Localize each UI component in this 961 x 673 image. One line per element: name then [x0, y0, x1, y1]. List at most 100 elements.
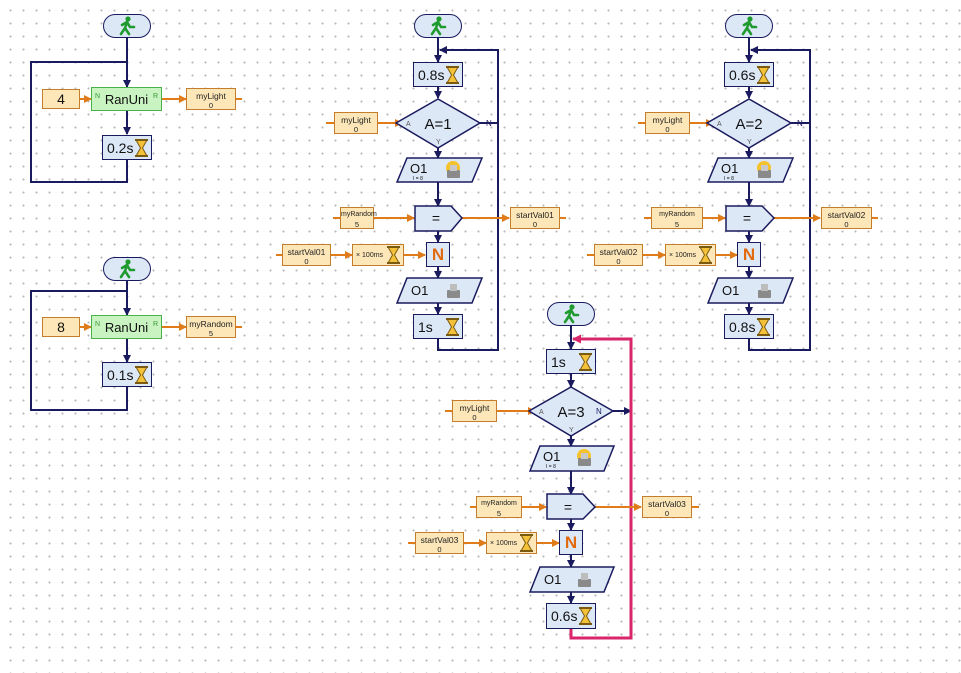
gen1-output-value: 0 — [208, 101, 214, 110]
p3-compare-text: = — [564, 499, 572, 515]
p2-decision[interactable] — [705, 98, 793, 149]
p3-lamp-off-block[interactable] — [528, 566, 616, 593]
p2-lamp-on-sub: I = 8 — [724, 176, 734, 182]
walking-man-icon — [119, 16, 136, 36]
gen1-output-var[interactable]: myLight 0 — [186, 88, 236, 110]
p3-delay-multiplier[interactable]: × 100ms — [486, 532, 537, 554]
p2-compare-block[interactable] — [725, 205, 776, 232]
hourglass-icon — [387, 246, 400, 264]
gen2-output-var[interactable]: myRandom 5 — [186, 316, 236, 338]
p1-start-block[interactable] — [414, 14, 462, 38]
p1-delay-input-name: startVal01 — [287, 247, 326, 257]
gen2-wait-block[interactable]: 0.1s — [102, 362, 152, 387]
walking-man-icon — [119, 259, 136, 279]
p1-compare-output-var[interactable]: startVal01 0 — [510, 207, 560, 229]
p3-lamp-on-icon — [577, 449, 591, 466]
p1-compare-input-var[interactable]: myRandom 5 — [340, 207, 377, 229]
gen1-ranuni-block[interactable]: N RanUni R — [91, 87, 162, 111]
p1-compare-block[interactable] — [414, 205, 463, 232]
p2-input-var[interactable]: myLight 0 — [645, 112, 690, 134]
p2-lamp-on-block[interactable] — [706, 157, 795, 183]
p2-compare-output-value: 0 — [844, 220, 849, 229]
p2-pin-a: A — [717, 121, 722, 128]
p1-wait-top-block[interactable]: 0.8s — [413, 62, 463, 87]
p3-compare-output-value: 0 — [664, 509, 670, 518]
p3-wait-top-block[interactable]: 1s — [546, 349, 596, 374]
hourglass-icon — [579, 352, 592, 371]
p2-lamp-on-icon — [757, 161, 771, 178]
p3-condition-text: A=3 — [557, 404, 584, 421]
p3-lamp-on-sub: I = 8 — [546, 464, 556, 470]
p1-compare-text: = — [432, 210, 440, 226]
p1-n-label: N — [431, 244, 445, 264]
p3-wait-bottom-label: 0.6s — [551, 608, 578, 624]
p2-compare-input-var[interactable]: myRandom 5 — [651, 207, 703, 229]
p3-compare-input-var[interactable]: myRandom 5 — [476, 496, 522, 518]
p1-lamp-off-label: O1 — [411, 283, 428, 298]
p3-compare-block[interactable] — [546, 493, 597, 520]
p2-delay-input-value: 0 — [616, 257, 621, 266]
p1-input-var[interactable]: myLight 0 — [334, 112, 378, 134]
p3-lamp-off-label: O1 — [544, 572, 561, 587]
p1-n-block[interactable]: N — [426, 242, 450, 267]
p2-condition-text: A=2 — [735, 116, 762, 133]
gen1-pin-n: N — [95, 93, 101, 100]
p2-delay-multiplier-label: × 100ms — [669, 251, 697, 259]
p1-lamp-on-block[interactable] — [395, 157, 484, 183]
p1-condition-text: A=1 — [424, 116, 451, 133]
gen1-wait-block[interactable]: 0.2s — [102, 135, 152, 160]
p2-lamp-off-block[interactable] — [706, 277, 795, 304]
p2-wait-bottom-block[interactable]: 0.8s — [724, 314, 774, 339]
p3-input-var[interactable]: myLight 0 — [452, 400, 497, 422]
p3-n-label: N — [564, 532, 578, 552]
p3-delay-input-var[interactable]: startVal03 0 — [415, 532, 464, 554]
hourglass-icon — [446, 65, 459, 84]
p1-lamp-off-icon — [447, 284, 460, 298]
p1-delay-multiplier[interactable]: × 100ms — [352, 244, 404, 266]
hourglass-icon — [757, 65, 770, 84]
p2-compare-text: = — [743, 210, 751, 226]
p2-input-value: 0 — [665, 125, 670, 134]
p1-delay-input-var[interactable]: startVal01 0 — [282, 244, 331, 266]
p3-n-block[interactable]: N — [559, 530, 583, 555]
p1-decision[interactable] — [394, 98, 482, 149]
p1-lamp-off-block[interactable] — [395, 277, 484, 304]
p3-delay-input-value: 0 — [437, 545, 442, 554]
p2-pin-n: N — [797, 119, 803, 128]
p3-decision[interactable] — [527, 386, 615, 437]
gen2-constant[interactable]: 8 — [42, 317, 80, 337]
p2-compare-output-name: startVal02 — [827, 210, 866, 220]
p2-compare-output-var[interactable]: startVal02 0 — [821, 207, 872, 229]
p1-pin-n: N — [486, 119, 492, 128]
p3-lamp-on-label: O1 — [543, 449, 560, 464]
p2-n-block[interactable]: N — [737, 242, 761, 267]
p3-lamp-on-block[interactable] — [528, 445, 616, 472]
p3-compare-output-var[interactable]: startVal03 0 — [642, 496, 692, 518]
p2-input-name: myLight — [652, 115, 683, 125]
p3-start-block[interactable] — [547, 302, 595, 326]
p2-delay-input-var[interactable]: startVal02 0 — [594, 244, 643, 266]
walking-man-icon — [563, 304, 580, 324]
gen1-constant[interactable]: 4 — [42, 89, 80, 109]
gen2-pin-r: R — [152, 321, 158, 328]
gen1-start-block[interactable] — [103, 14, 151, 38]
p2-lamp-on-label: O1 — [721, 161, 738, 176]
p3-wires — [408, 326, 699, 640]
p2-delay-multiplier[interactable]: × 100ms — [665, 244, 716, 266]
p3-lamp-off-icon — [578, 573, 591, 587]
gen2-ranuni-block[interactable]: N RanUni R — [91, 315, 162, 339]
p2-wait-top-block[interactable]: 0.6s — [724, 62, 774, 87]
gen2-constant-value: 8 — [57, 319, 65, 335]
p2-n-label: N — [742, 244, 756, 264]
gen1-constant-value: 4 — [57, 91, 65, 107]
gen2-pin-n: N — [95, 321, 101, 328]
p3-wait-bottom-block[interactable]: 0.6s — [546, 603, 596, 629]
p1-wait-bottom-block[interactable]: 1s — [413, 314, 463, 339]
p3-pin-n: N — [596, 407, 602, 416]
p2-start-block[interactable] — [725, 14, 773, 38]
p1-compare-output-value: 0 — [532, 220, 538, 229]
gen2-start-block[interactable] — [103, 257, 151, 281]
p2-wait-bottom-label: 0.8s — [729, 318, 756, 335]
